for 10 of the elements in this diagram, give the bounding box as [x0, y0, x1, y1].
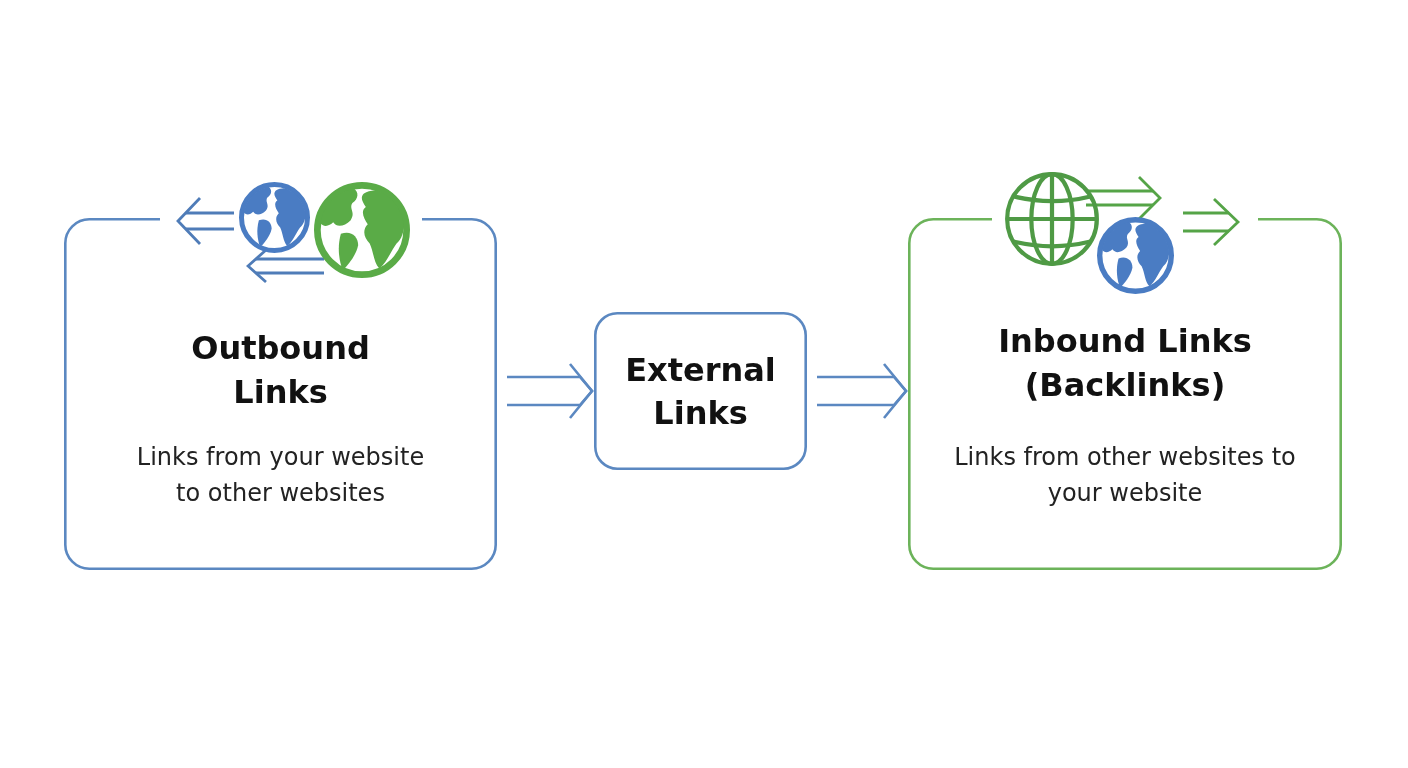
hollow-arrow: [505, 362, 594, 420]
box-label: External Links: [624, 350, 777, 434]
process-box: [594, 312, 807, 470]
info-card: [64, 218, 497, 570]
card-title: Inbound Links (Backlinks): [997, 321, 1253, 406]
card-title: Outbound Links: [190, 328, 371, 413]
card-description: Links from other websites to your website: [953, 442, 1297, 509]
card-description: Links from your website to other websites: [135, 442, 426, 509]
info-card: [908, 218, 1342, 570]
hollow-arrow: [815, 362, 908, 420]
